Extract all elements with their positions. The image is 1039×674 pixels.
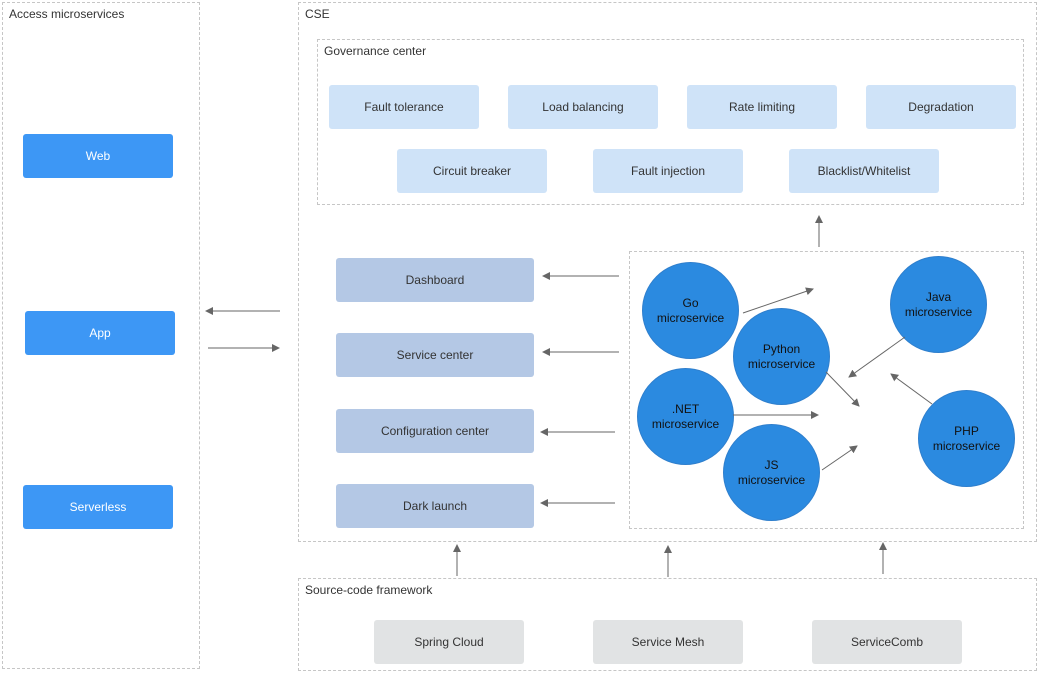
- fault-injection-box: Fault injection: [593, 149, 743, 193]
- js-label: JS: [764, 457, 779, 472]
- app-client[interactable]: App: [25, 311, 175, 355]
- source-code-framework-panel: Source-code framework: [298, 578, 1037, 671]
- access-microservices-title: Access microservices: [9, 7, 125, 21]
- java-label: Java: [925, 289, 952, 304]
- php-sublabel: microservice: [932, 438, 1001, 453]
- load-balancing-box: Load balancing: [508, 85, 658, 129]
- serverless-client[interactable]: Serverless: [23, 485, 173, 529]
- governance-center-title: Governance center: [324, 44, 427, 58]
- php-label: PHP: [954, 423, 979, 438]
- cse-title: CSE: [305, 7, 330, 21]
- service-mesh-box: Service Mesh: [593, 620, 743, 664]
- governance-center-panel: Governance center: [317, 39, 1024, 205]
- blacklist-whitelist-box: Blacklist/Whitelist: [789, 149, 939, 193]
- net-label: .NET: [671, 401, 700, 416]
- js-sublabel: microservice: [737, 472, 806, 487]
- service-center-box: Service center: [336, 333, 534, 377]
- cse-panel: CSE: [298, 2, 1037, 542]
- java-sublabel: microservice: [904, 304, 973, 319]
- python-sublabel: microservice: [747, 356, 816, 371]
- net-sublabel: microservice: [651, 416, 720, 431]
- web-client[interactable]: Web: [23, 134, 173, 178]
- degradation-box: Degradation: [866, 85, 1016, 129]
- configuration-center-box: Configuration center: [336, 409, 534, 453]
- go-label: Go: [682, 295, 699, 310]
- rate-limiting-box: Rate limiting: [687, 85, 837, 129]
- spring-cloud-box: Spring Cloud: [374, 620, 524, 664]
- fault-tolerance-box: Fault tolerance: [329, 85, 479, 129]
- source-code-framework-title: Source-code framework: [305, 583, 433, 597]
- python-label: Python: [762, 341, 801, 356]
- circuit-breaker-box: Circuit breaker: [397, 149, 547, 193]
- go-sublabel: microservice: [656, 310, 725, 325]
- access-microservices-panel: Access microservices: [2, 2, 200, 669]
- microservices-area: [629, 251, 1024, 529]
- dashboard-box: Dashboard: [336, 258, 534, 302]
- dark-launch-box: Dark launch: [336, 484, 534, 528]
- servicecomb-box: ServiceComb: [812, 620, 962, 664]
